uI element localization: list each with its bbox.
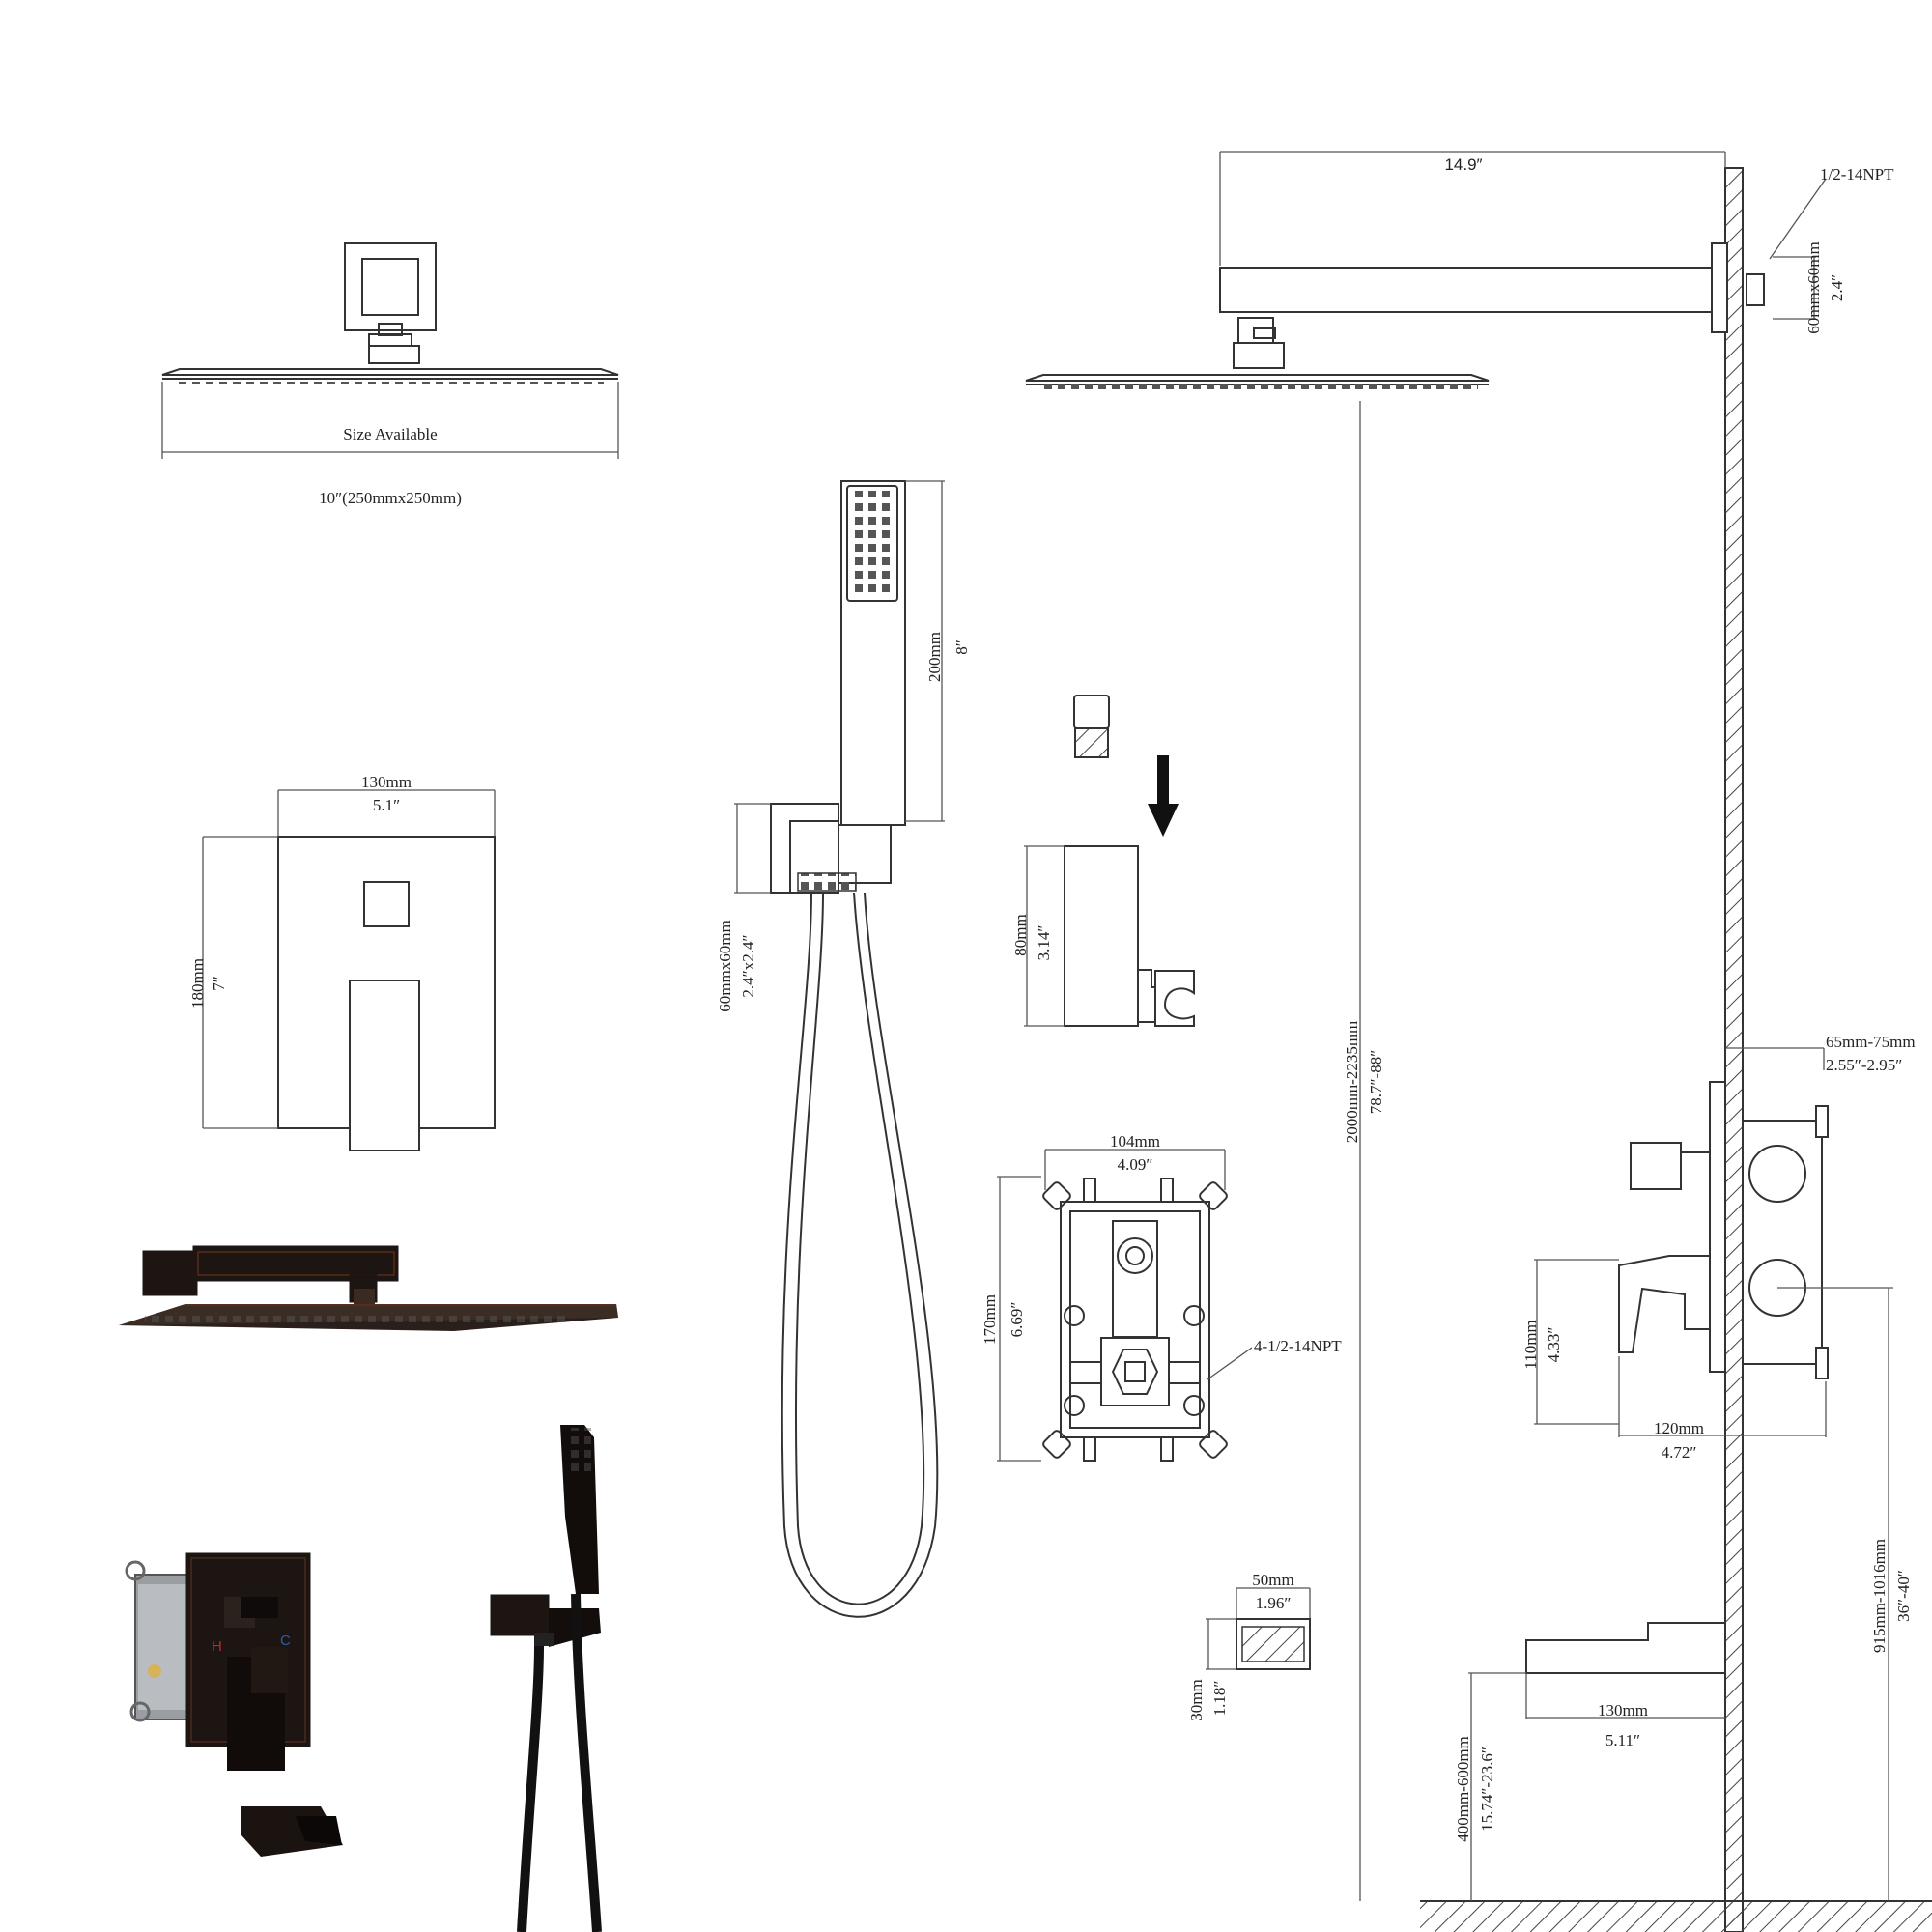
hand-length-in: 8″ [952,639,971,655]
head-nozzle-row [179,379,604,384]
handle-proj-in: 4.72″ [1662,1443,1697,1462]
down-arrow [1148,755,1179,837]
handle-proj-mm: 120mm [1654,1419,1704,1437]
spout-height-mm: 30mm [1187,1679,1206,1720]
handle-h-in: 4.33″ [1545,1327,1563,1363]
box-height-in: 6.69″ [1008,1302,1026,1338]
valve-box: 104mm 4.09″ 170mm 6.69″ [980,1132,1342,1462]
rain-head-photo [119,1245,618,1331]
flange-in: 2.4″ [1828,274,1846,301]
spout-len-in: 5.11″ [1605,1731,1640,1749]
holder-height-mm: 80mm [1011,914,1030,955]
box-width-mm: 104mm [1110,1132,1160,1151]
head-height-in: 78.7″-88″ [1367,1050,1385,1115]
hot-mark: H [212,1638,222,1655]
cold-mark: C [280,1633,291,1649]
holder-height-in: 3.14″ [1035,925,1053,961]
arm-thread: 1/2-14NPT [1820,165,1894,184]
wall-holder: 80mm 3.14″ [1011,845,1195,1027]
spout-height-range-in: 15.74″-23.6″ [1478,1747,1496,1832]
elbow-in: 2.4″x2.4″ [739,934,757,997]
box-thread: 4-1/2-14NPT [1254,1337,1342,1355]
arm-length: 14.9″ [1444,156,1482,174]
spout-height-range-mm: 400mm-600mm [1454,1736,1472,1842]
handle-h-mm: 110mm [1521,1320,1540,1369]
box-width-in: 4.09″ [1118,1155,1153,1174]
head-size-label: 10″(250mmx250mm) [319,489,462,507]
plate-height-in: 7″ [210,976,228,991]
spout-width-in: 1.96″ [1256,1594,1292,1612]
spout-len-mm: 130mm [1598,1701,1648,1719]
spout-width-mm: 50mm [1252,1571,1293,1589]
valve-height-mm: 915mm-1016mm [1870,1539,1889,1653]
hose [781,892,939,1618]
hand-shower-photo [490,1425,602,1932]
box-height-mm: 170mm [980,1294,999,1345]
hand-shower-drawing: 200mm 8″ 60mmx60mm 2.4″x2.4″ [716,480,971,1618]
plate-width-in: 5.1″ [373,796,400,814]
rain-head-front-view: Size Available 10″(250mmx250mm) [161,242,619,507]
wall-elevation: 14.9″ 60mmx60mm 2.4″ 1/2-14NPT 2000mm-22… [1025,151,1932,1932]
plate-height-mm: 180mm [188,958,207,1009]
spout-height-in: 1.18″ [1210,1681,1229,1717]
box-lugs [1042,1178,1228,1462]
tub-spout-photo [242,1806,343,1857]
spout-front-view: 50mm 1.96″ 30mm 1.18″ [1187,1571,1311,1721]
hand-length-mm: 200mm [925,632,944,682]
flange-mm: 60mmx60mm [1804,242,1823,333]
head-caption: Size Available [343,425,437,443]
plate-width-mm: 130mm [361,773,412,791]
valve-photo: H C [125,1552,311,1771]
valve-depth-in: 2.55″-2.95″ [1826,1056,1902,1074]
hose-connector [1073,695,1110,758]
valve-depth-mm: 65mm-75mm [1826,1033,1916,1051]
valve-trim-plate: 130mm 5.1″ 180mm 7″ [188,773,496,1151]
head-height-mm: 2000mm-2235mm [1343,1021,1361,1144]
elbow-mm: 60mmx60mm [716,920,734,1011]
valve-height-in: 36″-40″ [1894,1570,1913,1622]
